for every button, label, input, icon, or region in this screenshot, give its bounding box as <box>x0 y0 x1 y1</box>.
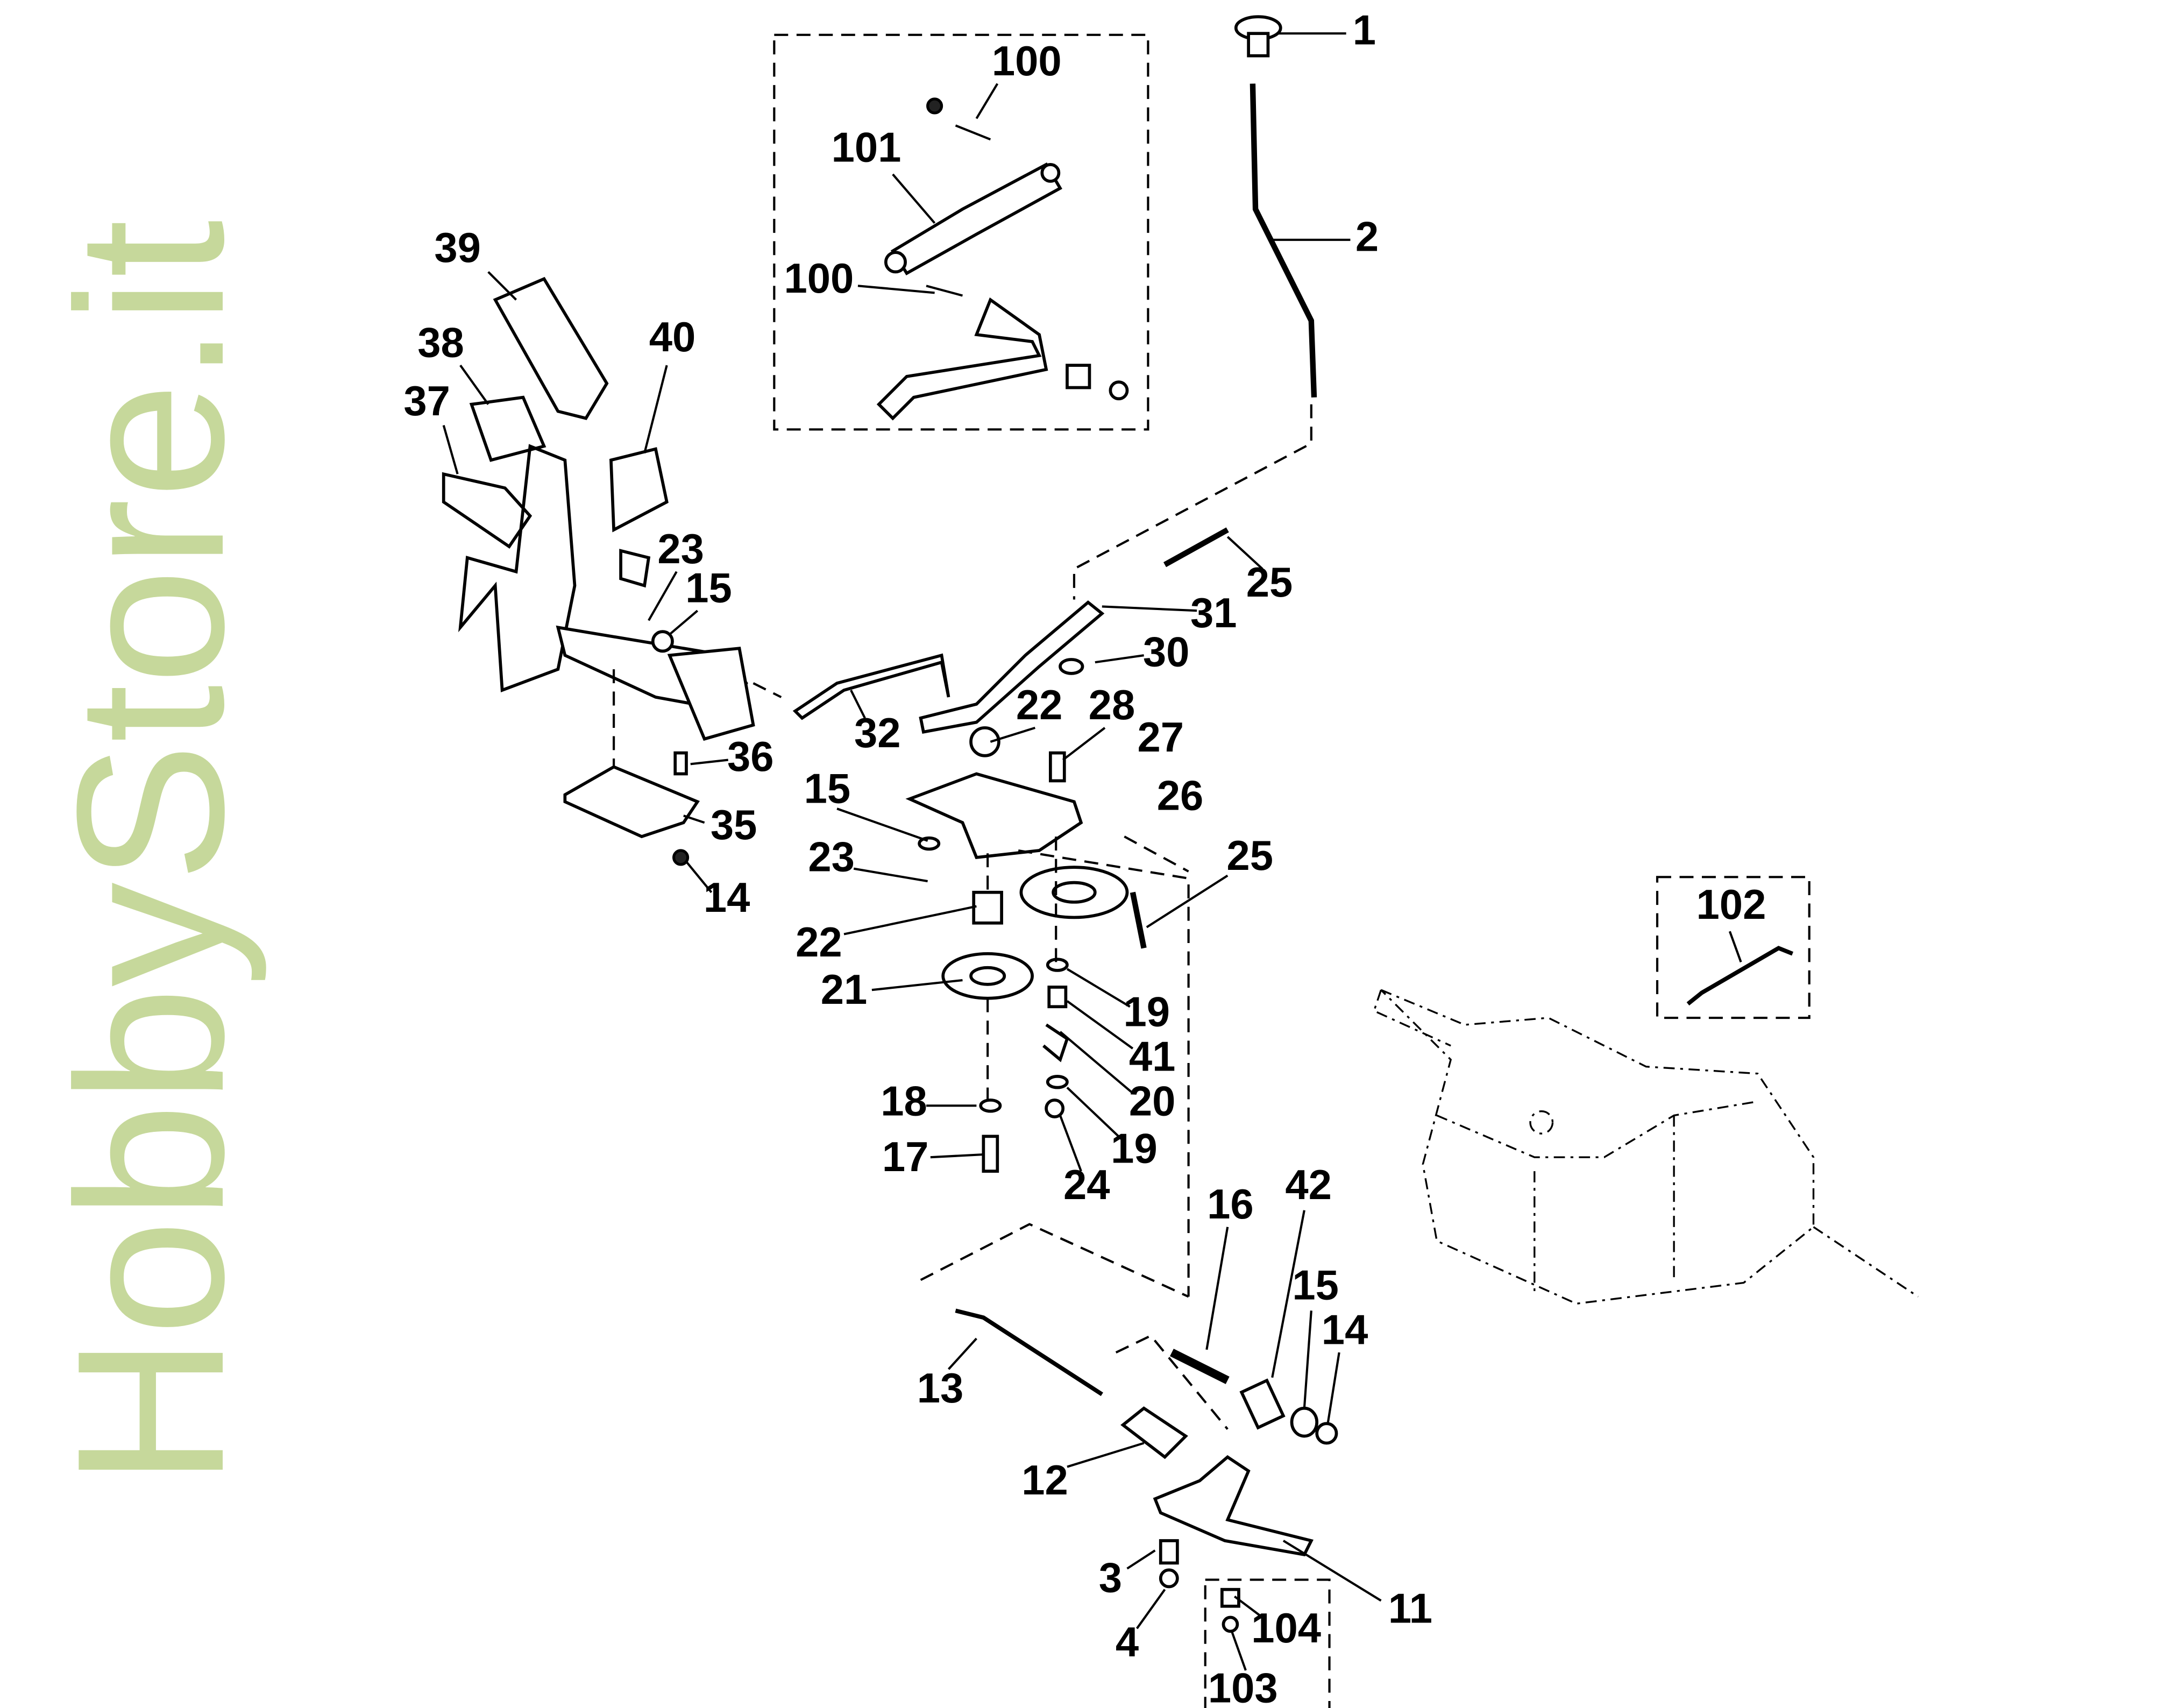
transaxle <box>1373 989 1919 1305</box>
callout-30: 30 <box>1143 629 1190 676</box>
kit-box-102 <box>1656 876 1811 1019</box>
callout-36: 36 <box>727 734 774 780</box>
callout-2: 2 <box>1355 214 1379 260</box>
callout-40: 40 <box>649 314 696 360</box>
spring-part-16 <box>1169 1349 1230 1384</box>
callout-101: 101 <box>832 124 902 171</box>
callout-13: 13 <box>917 1365 964 1412</box>
callout-12: 12 <box>1021 1457 1068 1504</box>
callout-14: 14 <box>704 875 750 921</box>
knob-part-1 <box>1234 15 1282 58</box>
callout-11: 11 <box>1388 1586 1432 1632</box>
bracket-part-35 <box>563 765 700 839</box>
callout-3: 3 <box>1099 1555 1122 1601</box>
callout-20: 20 <box>1129 1078 1176 1124</box>
callout-23: 23 <box>808 834 855 881</box>
callout-100: 100 <box>784 256 854 302</box>
link-part-32 <box>792 653 950 720</box>
callout-17: 17 <box>882 1134 929 1180</box>
callout-15: 15 <box>1292 1262 1339 1308</box>
callout-15: 15 <box>804 766 851 812</box>
watermark: HobbyStore.it <box>34 219 268 1487</box>
kit-box-100-101 <box>773 33 1149 431</box>
callout-39: 39 <box>434 225 481 271</box>
callout-41: 41 <box>1129 1033 1176 1080</box>
bushing-part-42 <box>1239 1378 1286 1430</box>
callout-28: 28 <box>1089 682 1135 728</box>
callout-22: 22 <box>1016 682 1063 728</box>
callout-23: 23 <box>657 526 704 572</box>
callout-25: 25 <box>1226 833 1273 879</box>
link-part-31 <box>919 600 1105 734</box>
lever-part-11 <box>1153 1455 1314 1557</box>
rod-part-2 <box>1250 83 1317 398</box>
callout-25: 25 <box>1246 559 1293 606</box>
callout-26: 26 <box>1157 773 1204 819</box>
callout-16: 16 <box>1207 1181 1254 1228</box>
pedal-assembly <box>442 277 755 741</box>
callout-1: 1 <box>1353 8 1376 54</box>
callout-18: 18 <box>881 1078 927 1124</box>
callout-19: 19 <box>1124 989 1170 1035</box>
bracket-part-12 <box>1120 1406 1188 1459</box>
callout-32: 32 <box>854 710 901 756</box>
callout-102: 102 <box>1696 882 1766 928</box>
damper-part-101 <box>884 162 1062 275</box>
kit-box-103-104 <box>1204 1578 1331 1708</box>
callout-24: 24 <box>1063 1162 1110 1208</box>
callout-35: 35 <box>711 802 757 848</box>
callout-4: 4 <box>1116 1619 1139 1666</box>
spring-part-102 <box>1686 946 1793 1006</box>
callout-100: 100 <box>992 38 1062 84</box>
callout-37: 37 <box>403 378 450 424</box>
callout-38: 38 <box>417 320 464 366</box>
callout-21: 21 <box>821 967 868 1013</box>
callout-27: 27 <box>1137 714 1184 761</box>
callout-42: 42 <box>1285 1162 1332 1208</box>
callout-14: 14 <box>1322 1307 1368 1353</box>
callout-31: 31 <box>1190 590 1237 636</box>
callout-22: 22 <box>796 919 842 966</box>
callout-104: 104 <box>1251 1605 1321 1652</box>
callout-15: 15 <box>685 565 732 612</box>
callout-103: 103 <box>1208 1665 1278 1708</box>
callout-19: 19 <box>1111 1125 1158 1172</box>
rod-part-13 <box>955 1308 1103 1397</box>
bracket-center <box>905 772 1083 860</box>
